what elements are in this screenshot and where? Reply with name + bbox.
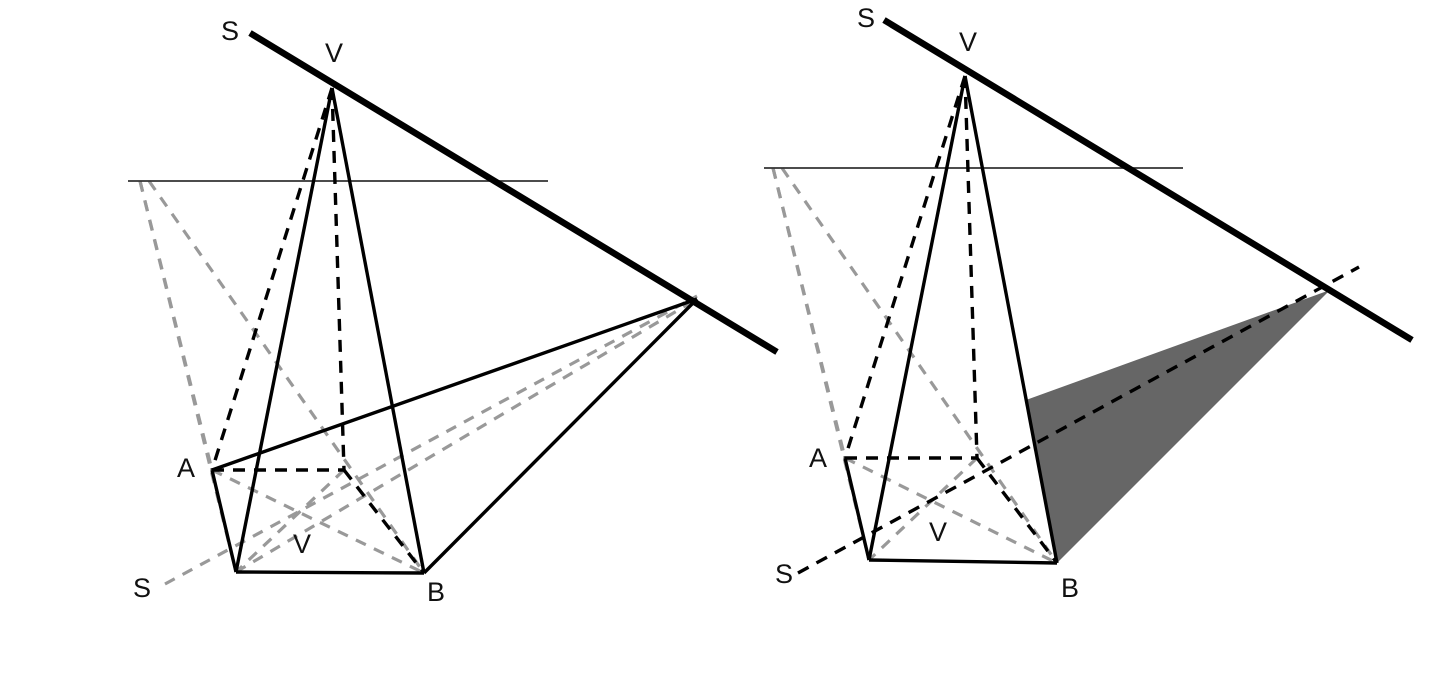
label-v-apex: V [325,38,343,68]
ray-source-to-base-left [771,167,871,561]
label-a-vertex: A [177,453,195,483]
right-shadow-rays [797,265,1360,575]
light-source-line [248,30,779,355]
ray-s-ground-line [164,294,698,586]
hidden-edge-apex-axis [330,87,346,471]
label-s-top: S [857,3,875,33]
left-hidden-edges [210,87,426,575]
edge-a-to-base-left [843,457,871,561]
right-pyramid-solid [843,75,1059,565]
ray-source-to-base-left [138,180,238,573]
edge-apex-to-b [963,75,1059,564]
hidden-edge-apex-axis [963,75,979,459]
label-b-vertex: B [427,577,445,607]
left-pyramid-solid [210,87,426,575]
left-shadow-boundary [211,297,699,575]
edge-a-to-base-left [210,469,238,573]
label-s-bottom: S [133,573,151,603]
shadow-edge-upper [211,297,698,472]
left-panel: S V A V B S [128,16,779,607]
edge-base-front [868,558,1058,565]
edge-apex-to-base-left [234,87,334,573]
hidden-edge-backcorner-b [975,456,1059,565]
right-projection-rays [771,167,1059,565]
shadow-edge-lower [422,297,699,575]
hidden-edge-apex-a [210,87,334,471]
edge-apex-to-base-left [867,75,967,561]
hidden-edge-apex-a [843,75,967,459]
hidden-edge-backcorner-b [342,468,426,575]
label-v-base: V [293,529,311,559]
label-v-apex: V [959,27,977,57]
label-s-top: S [221,16,239,46]
label-s-bottom: S [775,559,793,589]
label-b-vertex: B [1061,573,1079,603]
ray-source-to-b [780,167,1059,564]
edge-base-front [235,570,425,575]
left-projection-rays [138,180,698,586]
ray-s-to-apex-shadow [797,265,1360,575]
ray-back-corner-to-base-left [867,456,979,562]
edge-apex-to-b [330,87,426,574]
label-a-vertex: A [809,443,827,473]
ray-back-corner-to-base-left [234,468,346,574]
label-v-base: V [929,517,947,547]
right-panel: S V A V B S [764,3,1414,603]
right-hidden-edges [843,75,1059,565]
ray-base-left-to-apex-shadow [235,297,698,574]
cast-shadow-region [1026,290,1330,563]
